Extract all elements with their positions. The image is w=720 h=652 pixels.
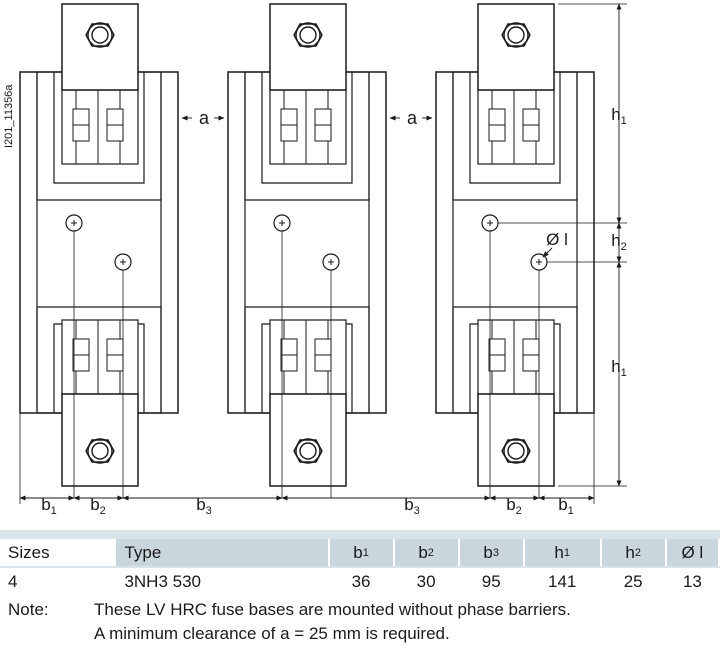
dim-dia-leader: [542, 247, 553, 258]
lower-bracket: [244, 306, 370, 413]
fuse-base-1: [19, 3, 179, 498]
dim-b3-right-label: b3: [404, 495, 420, 517]
cell-dia: 13: [667, 568, 720, 595]
col-sizes: Sizes: [0, 539, 117, 566]
note-line-1: These LV HRC fuse bases are mounted with…: [94, 600, 571, 619]
upper-hex-nut: [85, 23, 115, 47]
dim-h2-label: h2: [611, 231, 627, 253]
lower-hex-nut: [85, 439, 115, 463]
fuse-base-units: [19, 3, 595, 498]
lower-bracket: [452, 306, 578, 413]
dim-a-label-1: a: [199, 108, 210, 128]
upper-bracket: [36, 72, 162, 201]
cell-h2: 25: [602, 568, 667, 595]
figure-id: I201_11356a: [3, 84, 15, 148]
table-top-band: [0, 530, 720, 539]
dim-b2-left-label: b2: [90, 495, 106, 517]
note-line-2: A minimum clearance of a = 25 mm is requ…: [94, 624, 450, 643]
cell-h1: 141: [525, 568, 602, 595]
cell-size: 4: [0, 568, 117, 595]
upper-bracket: [244, 72, 370, 201]
fuse-base-2: [227, 3, 387, 498]
cell-type: 3NH3 530: [116, 568, 330, 595]
lower-hex-nut: [293, 439, 323, 463]
cell-b1: 36: [330, 568, 395, 595]
cell-b3: 95: [460, 568, 525, 595]
dimension-lines: [19, 3, 627, 504]
upper-hex-nut: [501, 23, 531, 47]
col-dia: Ø l: [666, 539, 720, 566]
table-row-separator: [0, 566, 720, 568]
upper-bracket-inner: [53, 72, 145, 184]
upper-bracket-inner: [469, 72, 561, 184]
fuse-base-3: [435, 3, 595, 498]
note-label: Note:: [8, 600, 49, 619]
upper-bracket-inner: [261, 72, 353, 184]
dim-b1-right-label: b1: [558, 495, 574, 517]
dim-b3-left-label: b3: [196, 495, 212, 517]
dim-dia-label: Ø l: [546, 230, 568, 249]
fuse-base-drawing: I201_11356a a a b1 b2 b3 b3 b2 b1 h1 h2 …: [3, 3, 627, 517]
lower-contact: [477, 319, 555, 395]
lower-hex-nut: [501, 439, 531, 463]
lower-bracket: [36, 306, 162, 413]
dim-b2-right-label: b2: [506, 495, 522, 517]
table-row: 4 3NH3 530 36 30 95 141 25 13: [0, 568, 720, 595]
col-type: Type: [116, 539, 330, 566]
upper-hex-nut: [293, 23, 323, 47]
note-text: These LV HRC fuse bases are mounted with…: [94, 598, 571, 646]
dim-h1-top-label: h1: [611, 105, 627, 127]
dim-a-label-2: a: [407, 108, 418, 128]
cell-b2: 30: [395, 568, 460, 595]
dim-h1-bottom-label: h1: [611, 357, 627, 379]
dim-b1-left-label: b1: [41, 495, 57, 517]
upper-bracket: [452, 72, 578, 201]
